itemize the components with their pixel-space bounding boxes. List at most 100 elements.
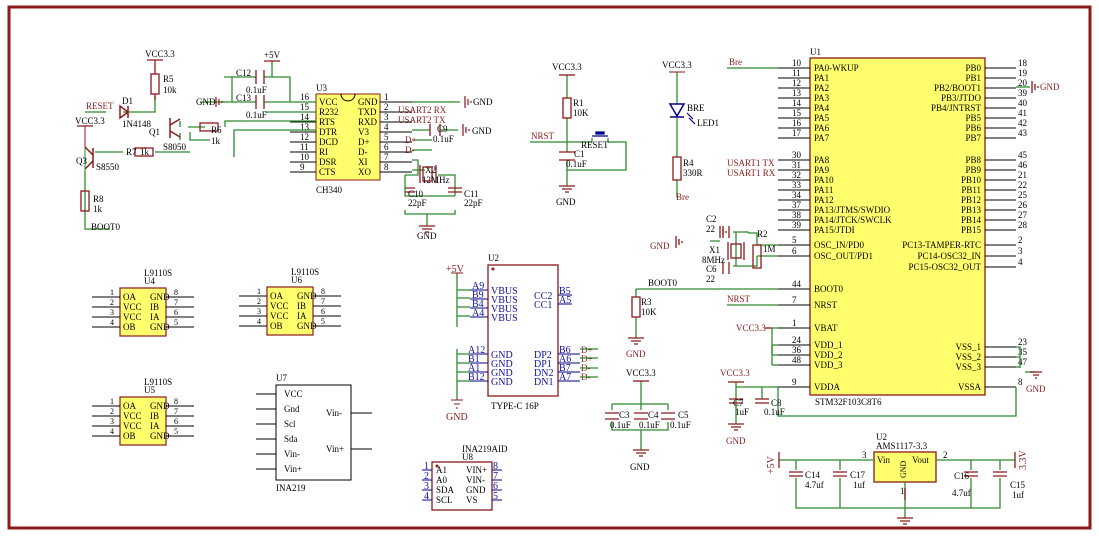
typec-pin-number: A6 <box>559 354 571 365</box>
ch340-pin-number: 12 <box>300 132 309 142</box>
lbl-stm32: STM32F103C8T6 <box>815 397 882 407</box>
u8-pin-number: 4 <box>424 491 429 502</box>
stm32-pin-number: 42 <box>1018 118 1027 128</box>
stm32-pin-name: PA8 <box>814 155 830 165</box>
typec-pin-number: A5 <box>559 295 571 306</box>
typec-pin-number: B4 <box>472 299 484 310</box>
lbl-c9v: 0.1uF <box>433 134 454 144</box>
l9110s-pin-number: 8 <box>174 397 178 406</box>
typec-pin-name: GND <box>491 377 513 388</box>
l9110s-part: L9110S <box>144 377 172 387</box>
u8-pin-number: 3 <box>424 481 429 492</box>
stm32-pin-number: 36 <box>792 345 802 355</box>
ch340-body <box>315 93 381 181</box>
l9110s-pin-right: IB <box>150 302 159 312</box>
typec-pin-number: B5 <box>559 286 571 297</box>
lbl-ina219: INA219 <box>276 483 306 493</box>
stm32-pin-number: 32 <box>792 170 801 180</box>
stm32-pin-number: 48 <box>792 355 802 365</box>
lbl-d1: D1 <box>122 96 133 106</box>
typec-pin-name: GND <box>491 350 513 361</box>
lbl-reset-gnd: GND <box>556 197 576 207</box>
l9110s-pin-number: 5 <box>174 318 178 327</box>
stm32-pin-number: 21 <box>1018 170 1027 180</box>
stm32-pin-name: PA5 <box>814 113 830 123</box>
l9110s-pin-left: OA <box>123 292 136 302</box>
u8-pin-name: SDA <box>436 485 455 495</box>
typec-pin-name: DP2 <box>534 350 552 361</box>
ina219aid-body <box>431 461 493 511</box>
stm32-pin-name: PB9 <box>965 165 981 175</box>
stm32-pin-number: 20 <box>1018 78 1028 88</box>
l9110s-pin-right: IA <box>150 421 160 431</box>
decoupling-caps: VCC3.3 C3 0.1uF C4 0.1uF C5 0.1uF GND <box>605 368 691 472</box>
lbl-u8name: INA219AID <box>462 444 508 454</box>
typec-pin-name: DN2 <box>534 368 553 379</box>
ch340-pin-number: 7 <box>384 152 389 162</box>
lbl-c3v: 0.1uF <box>610 420 631 430</box>
lbl-c4: C4 <box>648 410 659 420</box>
l9110s-pin-number: 3 <box>110 417 114 426</box>
lbl-typec: TYPE-C 16P <box>491 401 539 411</box>
stm32-pin-name: PB12 <box>961 195 981 205</box>
l9110s-ref: U6 <box>291 275 302 285</box>
u8-pin-number: 1 <box>424 461 429 472</box>
stm32-pin-number: 22 <box>1018 180 1027 190</box>
stm32-pin-number: 4 <box>1018 257 1023 267</box>
lbl-ams-vout: Vout <box>912 455 929 465</box>
stm32-pin-name: PA2 <box>814 83 829 93</box>
lbl-c11: C11 <box>464 189 479 199</box>
l9110s-pin-right: GND <box>150 401 170 411</box>
stm32-pin-number: 34 <box>792 190 802 200</box>
lbl-c12: C12 <box>236 68 251 78</box>
l9110s-pin-right: IA <box>297 311 307 321</box>
stm32-pin-name: PB8 <box>965 155 981 165</box>
lbl-x2v: 12MHz <box>422 175 450 185</box>
l9110s-pin-left: VCC <box>123 411 142 421</box>
lbl-c6v: 22 <box>706 274 715 284</box>
lbl-mcu-gnd-b: GND <box>650 241 670 251</box>
ch340-pin-number: 11 <box>300 142 309 152</box>
u8-pin-name: VIN+ <box>466 465 487 475</box>
l9110s-pin-left: OB <box>270 321 283 331</box>
stm32-pin-number: 17 <box>792 128 802 138</box>
lbl-mcu-nrst: NRST <box>727 294 751 304</box>
l9110s-pin-number: 4 <box>257 317 261 326</box>
ch340-pin-right: XI <box>358 157 368 167</box>
lbl-c13v: 0.1uF <box>246 110 267 120</box>
stm32-pin-name: PB10 <box>961 175 982 185</box>
stm32-pin-name: PA7 <box>814 133 830 143</box>
stm32-pin-name: PB1 <box>965 73 981 83</box>
reset-block: VCC3.3 R1 10K NRST C1 0.1uF RESET GND <box>530 62 627 207</box>
ch340-pin-left: VCC <box>319 97 338 107</box>
typec-pin-number: A12 <box>468 345 485 356</box>
lbl-r2: R2 <box>757 229 768 239</box>
ch340-notch <box>340 93 356 102</box>
stm32-pin-name: PB6 <box>965 123 981 133</box>
stm32-pin-name: PC14-OSC32_IN <box>917 251 981 261</box>
l9110s-pin-left: OA <box>123 401 136 411</box>
stm32-pin-number: 9 <box>792 377 797 387</box>
ch340-pin-right: XO <box>358 167 371 177</box>
lbl-c14: C14 <box>805 470 821 480</box>
lbl-c6: C6 <box>706 264 717 274</box>
ch340-pin-number: 14 <box>300 112 310 122</box>
lbl-c5: C5 <box>678 410 689 420</box>
l9110s-pin-number: 4 <box>110 318 114 327</box>
lbl-r7v: 1k <box>140 147 150 157</box>
lbl-c15v: 1uf <box>1012 490 1024 500</box>
ch340-pin-right: TXD <box>358 107 377 117</box>
lbl-c8: C8 <box>771 398 782 408</box>
lbl-reset-vcc: VCC3.3 <box>552 62 582 72</box>
lbl-mcu-vcc: VCC3.3 <box>736 323 766 333</box>
lbl-dp: D+ <box>405 135 417 145</box>
typec-pin-number: A4 <box>472 308 484 319</box>
lbl-ams-n1: 1 <box>900 486 905 496</box>
lbl-boot0: BOOT0 <box>91 222 120 232</box>
ams1117-block: U2 AMS1117-3.3 Vin Vout GND 3 2 1 +5V 3.… <box>766 432 1029 525</box>
stm32-pin-number: 26 <box>1018 200 1028 210</box>
